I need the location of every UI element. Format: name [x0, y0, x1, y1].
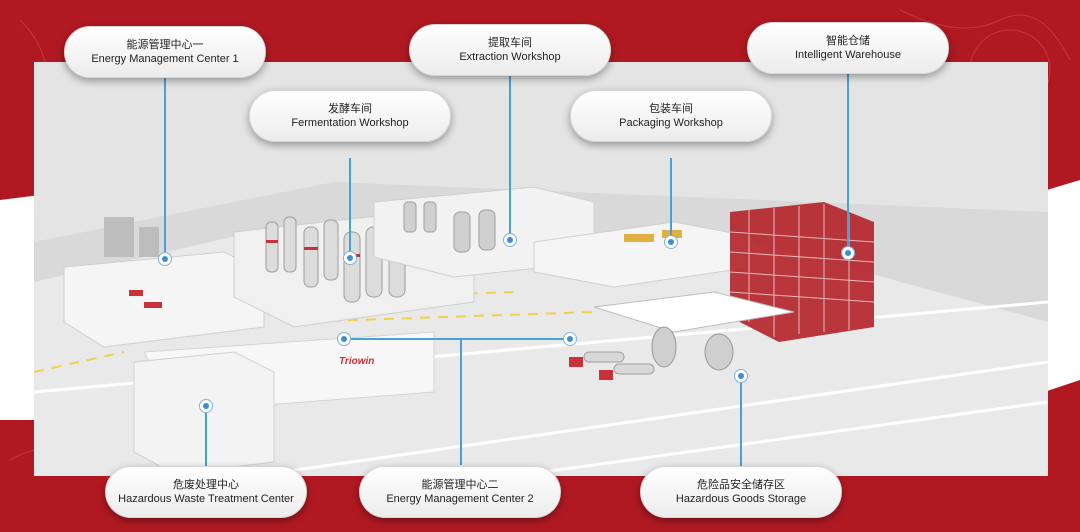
label-en: Energy Management Center 2: [386, 493, 534, 505]
label-zh: 能源管理中心二: [421, 478, 499, 491]
pin-energy2-left[interactable]: [337, 332, 351, 346]
label-zh: 包装车间: [649, 102, 693, 115]
connector-energy1: [164, 78, 166, 259]
connector-extraction: [509, 76, 511, 240]
label-en: Fermentation Workshop: [291, 117, 409, 129]
connector-fermentation: [349, 158, 351, 258]
connector-energy2-h: [344, 338, 570, 340]
pin-warehouse[interactable]: [841, 246, 855, 260]
label-hazardous-waste-center[interactable]: 危废处理中心 Hazardous Waste Treatment Center: [105, 466, 307, 518]
pin-packaging[interactable]: [664, 235, 678, 249]
pin-fermentation[interactable]: [343, 251, 357, 265]
label-hazardous-goods-storage[interactable]: 危险品安全储存区 Hazardous Goods Storage: [640, 466, 842, 518]
pin-extraction[interactable]: [503, 233, 517, 247]
label-en: Packaging Workshop: [619, 117, 723, 129]
connector-warehouse: [847, 74, 849, 253]
svg-text:Triowin: Triowin: [339, 356, 374, 367]
label-zh: 危废处理中心: [173, 478, 239, 491]
label-fermentation-workshop[interactable]: 发酵车间 Fermentation Workshop: [249, 90, 451, 142]
label-extraction-workshop[interactable]: 提取车间 Extraction Workshop: [409, 24, 611, 76]
label-zh: 发酵车间: [328, 102, 372, 115]
connector-energy2: [460, 339, 462, 465]
label-en: Energy Management Center 1: [91, 53, 239, 65]
label-en: Hazardous Waste Treatment Center: [118, 493, 294, 505]
label-energy-center-1[interactable]: 能源管理中心一 Energy Management Center 1: [64, 26, 266, 78]
pin-energy2-right[interactable]: [563, 332, 577, 346]
label-zh: 危险品安全储存区: [697, 478, 785, 491]
pin-hazgoods[interactable]: [734, 369, 748, 383]
label-zh: 智能仓储: [826, 34, 870, 47]
label-intelligent-warehouse[interactable]: 智能仓储 Intelligent Warehouse: [747, 22, 949, 74]
pin-hazwaste[interactable]: [199, 399, 213, 413]
pin-energy1[interactable]: [158, 252, 172, 266]
label-zh: 提取车间: [488, 36, 532, 49]
label-en: Intelligent Warehouse: [795, 49, 901, 61]
label-packaging-workshop[interactable]: 包装车间 Packaging Workshop: [570, 90, 772, 142]
connector-hazwaste: [205, 406, 207, 466]
connector-packaging: [670, 158, 672, 242]
label-en: Extraction Workshop: [459, 51, 561, 63]
factory-scene: Triowin: [34, 62, 1048, 476]
label-en: Hazardous Goods Storage: [675, 493, 807, 505]
connector-hazgoods: [740, 376, 742, 466]
label-energy-center-2[interactable]: 能源管理中心二 Energy Management Center 2: [359, 466, 561, 518]
label-zh: 能源管理中心一: [126, 38, 204, 51]
